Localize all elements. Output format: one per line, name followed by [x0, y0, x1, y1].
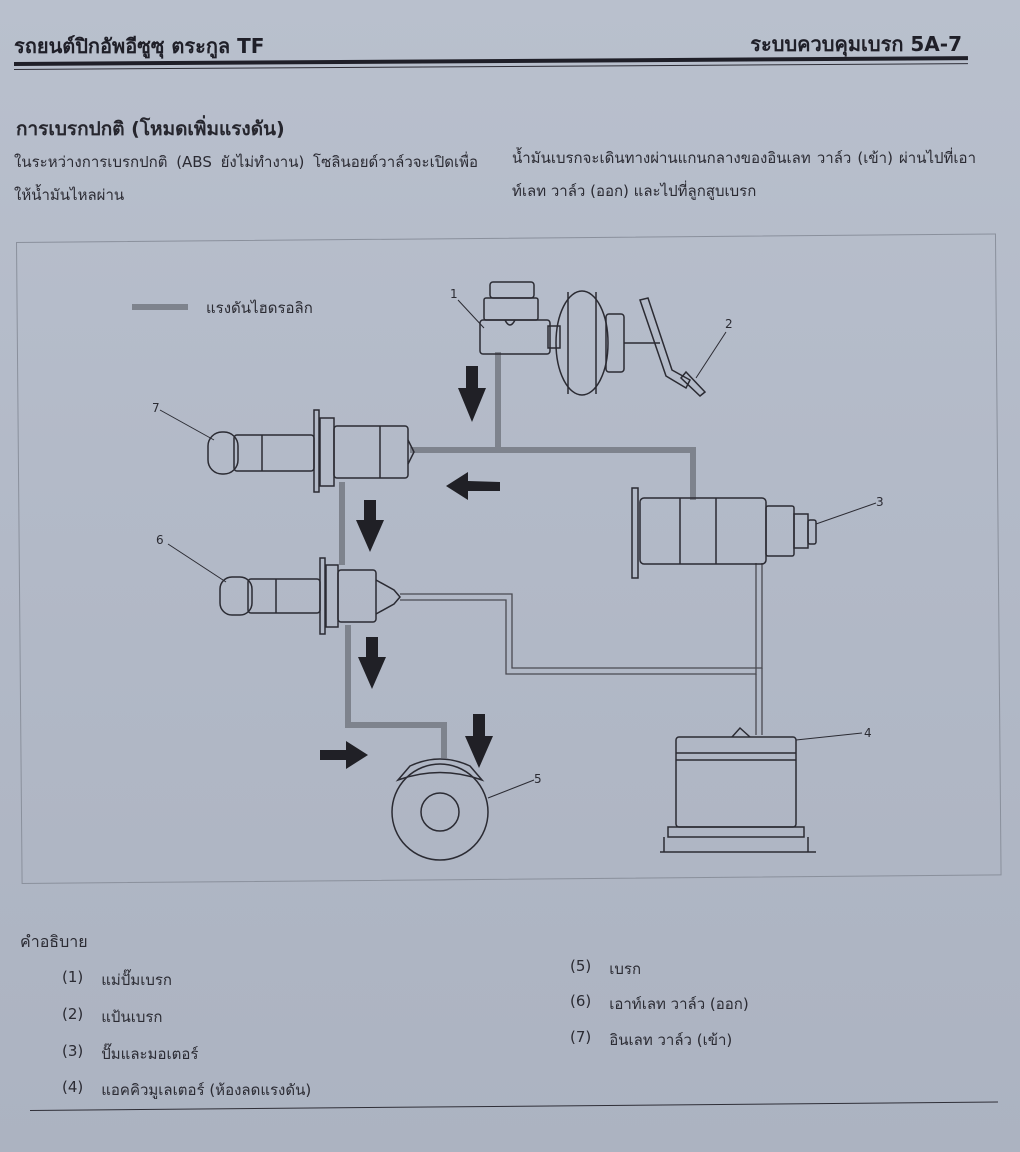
paragraph-right: น้ำมันเบรกจะเดินทางผ่านแกนกลางของอินเลท …: [512, 149, 976, 200]
accumulator: [660, 726, 816, 853]
callout-3: 3: [876, 495, 884, 509]
leader-lines: [159, 299, 877, 799]
pressure-line-to-brake: [345, 625, 447, 758]
legend-item-6: (6) เอาท์เลท วาล์ว (ออก): [570, 992, 749, 1016]
master-cylinder: [479, 281, 561, 355]
legend-item-text: แป้นเบรก: [101, 1008, 163, 1026]
brake-pedal: [639, 297, 707, 397]
callout-1: 1: [450, 287, 458, 301]
legend-item-text: แม่ปั๊มเบรก: [101, 971, 173, 989]
brake-disc: [391, 758, 489, 861]
legend-item-number: (5): [570, 957, 592, 975]
callout-5: 5: [534, 772, 542, 786]
flow-arrows: [320, 366, 500, 769]
legend-item-text: ปั๊มและมอเตอร์: [101, 1045, 199, 1063]
pressure-lines: [339, 352, 696, 758]
legend-item-number: (1): [62, 968, 84, 986]
arrow-down-inlet: [356, 500, 384, 552]
pressure-line-master-to-inlet: [410, 352, 501, 453]
arrow-down-brake: [465, 714, 493, 768]
legend-item-number: (7): [570, 1028, 592, 1046]
arrow-down-outlet: [358, 637, 386, 689]
arrow-left-inlet: [446, 472, 500, 500]
section-title: การเบรกปกติ (โหมดเพิ่มแรงดัน): [16, 118, 285, 140]
paragraph-left: ในระหว่างการเบรกปกติ (ABS ยังไม่ทำงาน) โ…: [14, 153, 478, 204]
inlet-valve: [207, 409, 415, 493]
legend-item-text: เบรก: [609, 960, 642, 978]
pressure-line-to-pump: [498, 447, 696, 500]
legend-item-1: (1) แม่ปั๊มเบรก: [62, 968, 172, 992]
callout-7: 7: [152, 401, 160, 415]
legend-item-4: (4) แอคคิวมูเลเตอร์ (ห้องลดแรงดัน): [62, 1078, 311, 1102]
arrow-down-master: [458, 366, 486, 422]
legend-item-text: เอาท์เลท วาล์ว (ออก): [609, 995, 749, 1013]
header-manual-title: รถยนต์ปิกอัพอีซูซุ ตระกูล TF: [14, 34, 265, 58]
legend-item-5: (5) เบรก: [570, 957, 641, 981]
header-section-title: ระบบควบคุมเบรก 5A-7: [750, 32, 962, 56]
return-lines: [400, 563, 763, 735]
legend-title: คำอธิบาย: [20, 932, 88, 951]
callout-numbers: 1 2 3 4 5 6 7: [152, 287, 884, 786]
legend-item-number: (4): [62, 1078, 84, 1096]
legend-item-7: (7) อินเลท วาล์ว (เข้า): [570, 1028, 732, 1052]
callout-2: 2: [725, 317, 733, 331]
pump-motor: [631, 487, 817, 579]
brake-booster: [555, 290, 660, 396]
footer-divider: [29, 1101, 998, 1111]
legend-item-3: (3) ปั๊มและมอเตอร์: [62, 1042, 198, 1066]
legend-item-number: (6): [570, 992, 592, 1010]
legend-pressure-label: แรงดันไฮดรอลิก: [206, 299, 313, 317]
legend-item-text: อินเลท วาล์ว (เข้า): [609, 1031, 733, 1049]
callout-6: 6: [156, 533, 164, 547]
legend-item-text: แอคคิวมูเลเตอร์ (ห้องลดแรงดัน): [101, 1081, 312, 1099]
legend-item-number: (2): [62, 1005, 84, 1023]
legend-item-number: (3): [62, 1042, 84, 1060]
legend-item-2: (2) แป้นเบรก: [62, 1005, 162, 1029]
outlet-valve: [219, 557, 401, 635]
brake-hydraulic-diagram: แรงดันไฮดรอลิก: [132, 281, 884, 861]
arrow-right-brake: [320, 741, 368, 769]
callout-4: 4: [864, 726, 872, 740]
